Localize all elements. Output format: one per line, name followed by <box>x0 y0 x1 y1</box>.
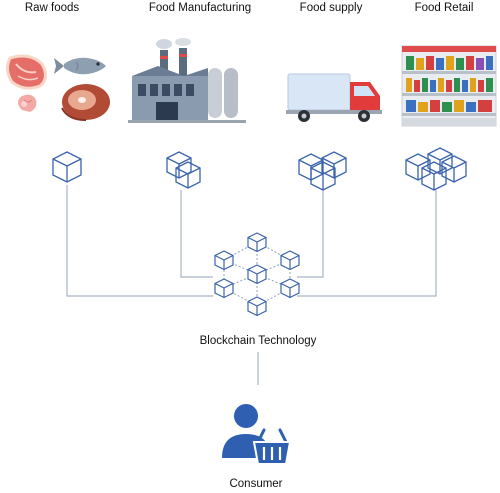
stage-label-food-manufacturing: Food Manufacturing <box>148 2 252 14</box>
block-icon-double <box>166 151 201 189</box>
raw-foods-illustration <box>5 54 110 121</box>
delivery-truck-illustration <box>286 73 382 122</box>
grocery-shelf-illustration <box>401 45 497 127</box>
factory-illustration <box>128 38 246 123</box>
stage-label-raw-foods: Raw foods <box>24 2 80 14</box>
block-icon-triple <box>298 151 347 191</box>
consumer-label: Consumer <box>229 478 283 490</box>
stage-label-food-supply: Food supply <box>299 2 363 14</box>
stage-label-food-retail: Food Retail <box>414 2 474 14</box>
hub-label: Blockchain Technology <box>199 335 317 347</box>
block-icon-single <box>52 151 82 183</box>
block-icon-quad <box>405 147 467 191</box>
consumer-with-basket-icon <box>222 404 292 465</box>
blockchain-network-icon <box>214 232 300 317</box>
